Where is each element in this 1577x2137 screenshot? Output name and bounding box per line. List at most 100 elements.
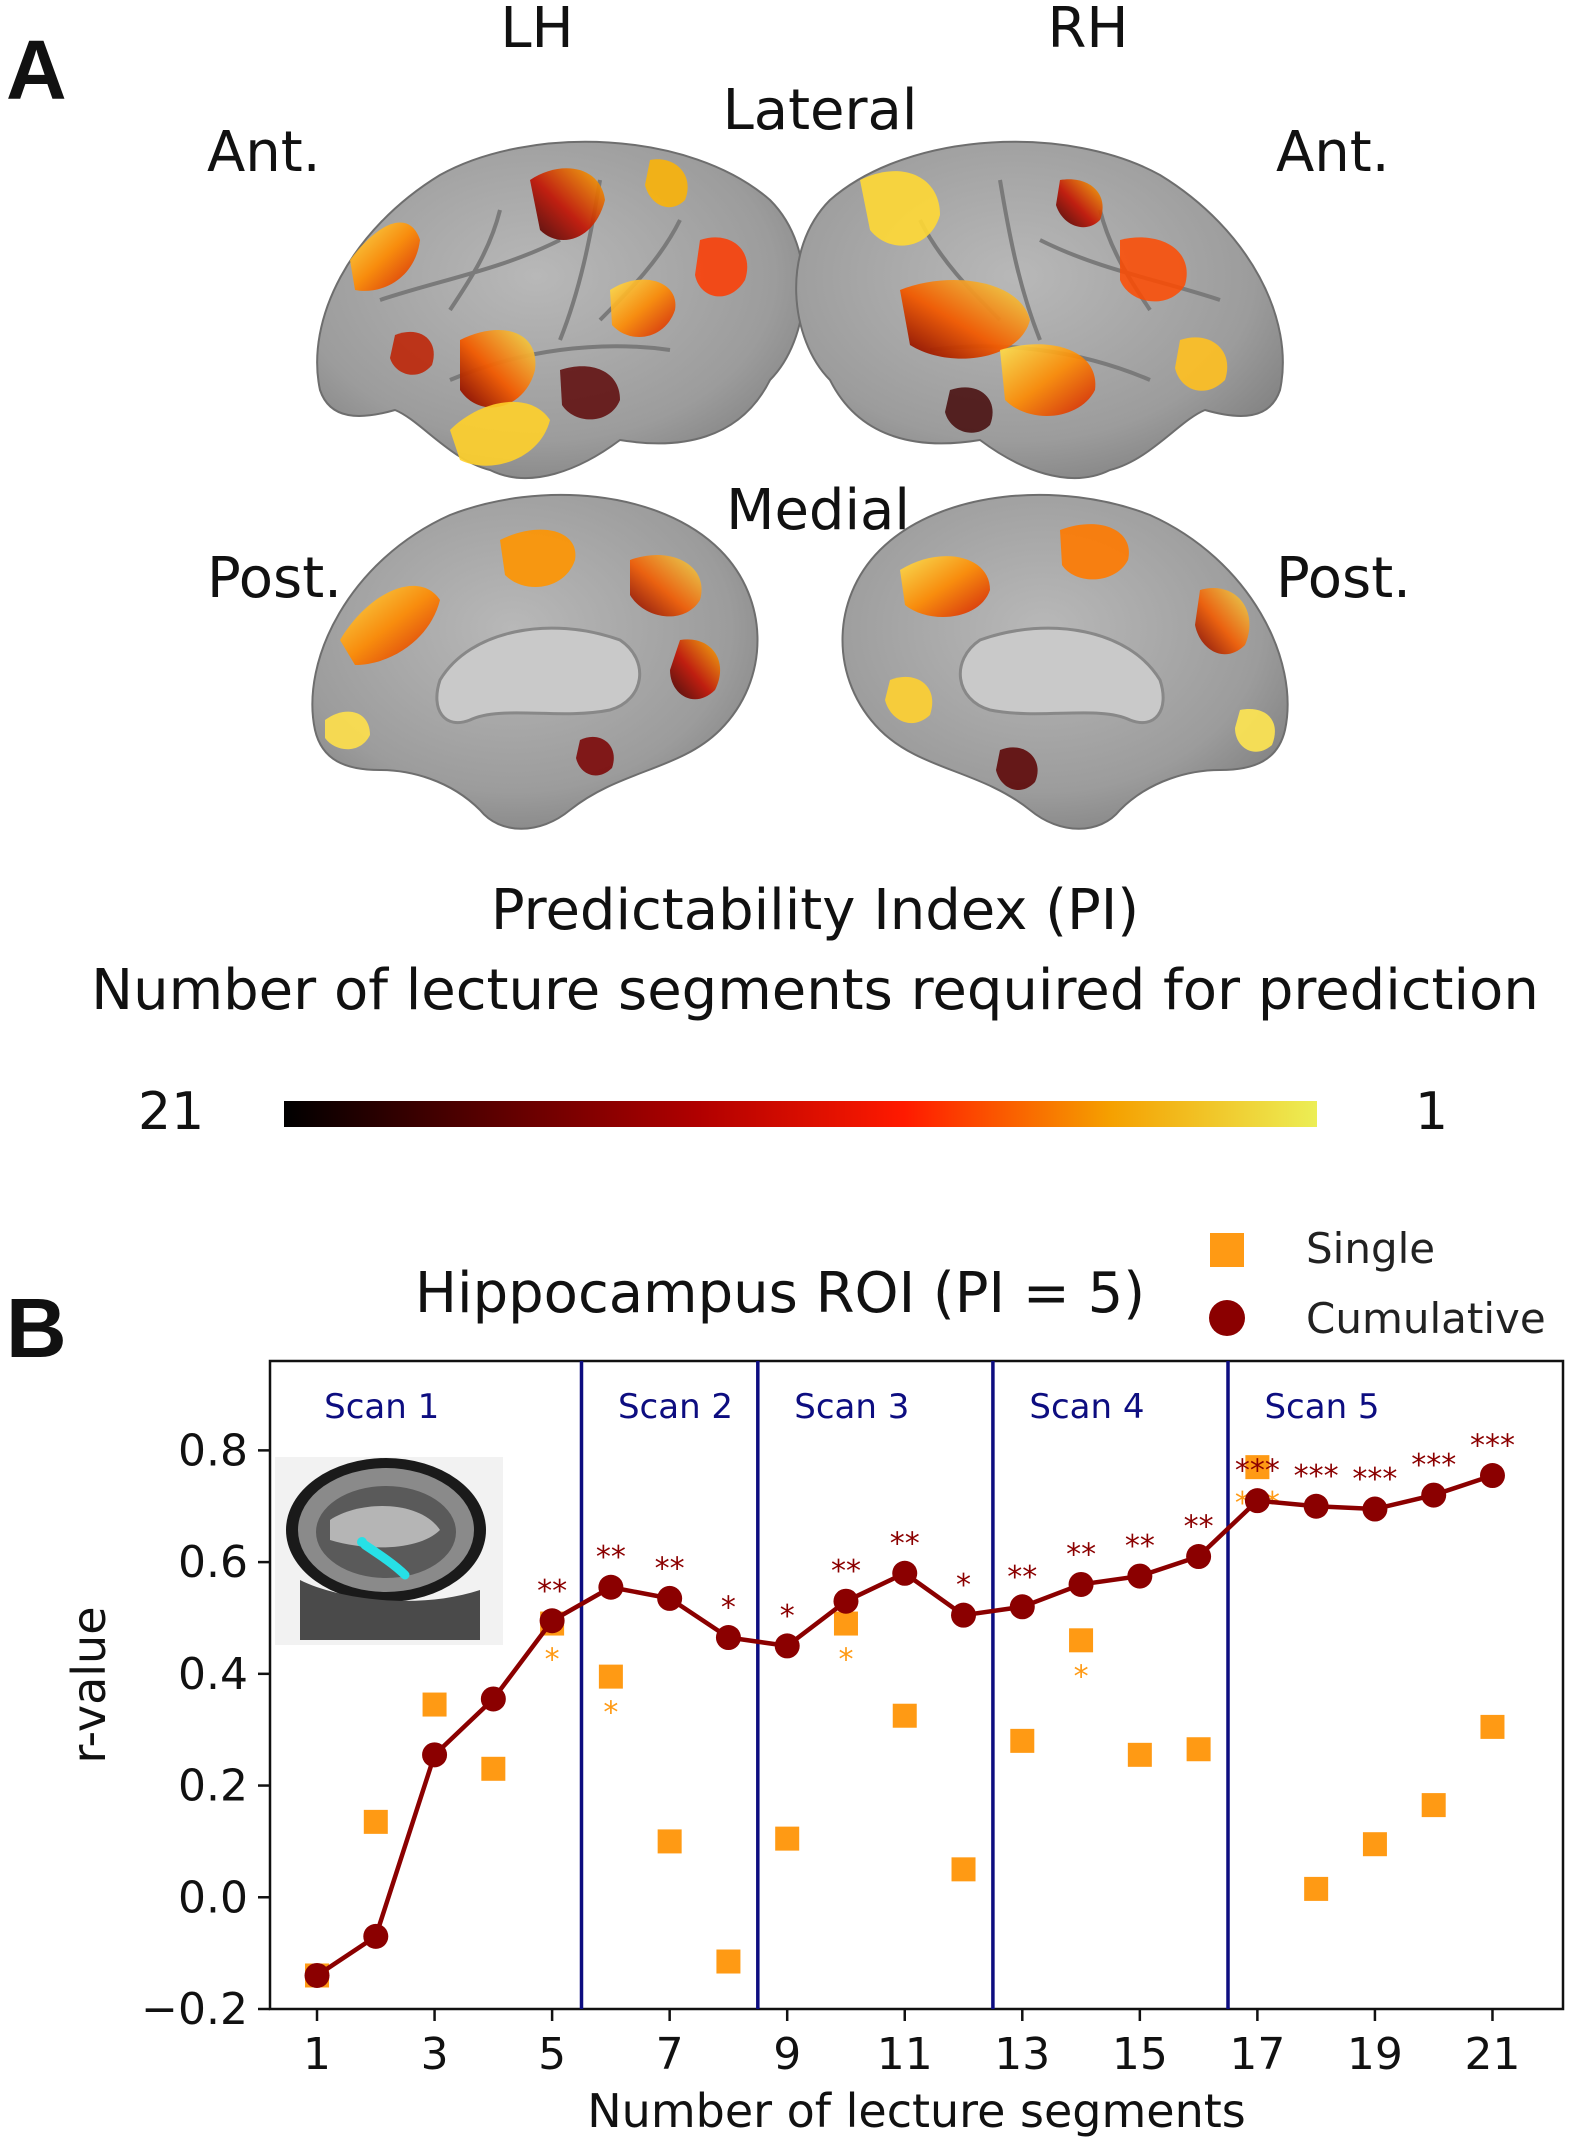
x-tick-label: 7 <box>656 2029 684 2080</box>
cumulative-significance-label: ** <box>1066 1537 1096 1572</box>
cumulative-significance-label: ** <box>831 1554 861 1589</box>
single-significance-label: * <box>545 1643 560 1678</box>
cumulative-point <box>363 1923 389 1949</box>
single-point <box>1186 1737 1211 1762</box>
cumulative-significance-label: ** <box>1184 1510 1214 1545</box>
panel-b-letter: B <box>6 1281 67 1375</box>
cumulative-point <box>539 1608 565 1634</box>
lateral-label: Lateral <box>722 78 918 143</box>
cumulative-point <box>715 1625 741 1651</box>
hippocampus-roi-chart: Hippocampus ROI (PI = 5) Single Cumulati… <box>62 1224 1565 2137</box>
right-hemisphere-lateral-view <box>795 140 1284 479</box>
cumulative-point <box>1421 1482 1447 1508</box>
left-hemisphere-lateral-view <box>316 140 805 479</box>
scan-label: Scan 4 <box>1029 1387 1144 1427</box>
cumulative-point <box>657 1585 683 1611</box>
cumulative-significance-label: * <box>721 1591 736 1626</box>
x-tick-label: 11 <box>877 2029 933 2080</box>
cumulative-point <box>1303 1493 1329 1519</box>
lh-label: LH <box>500 0 574 61</box>
y-tick-label: 0.2 <box>178 1761 248 1812</box>
single-point <box>1480 1714 1505 1739</box>
posterior-left-label: Post. <box>207 546 342 611</box>
cumulative-significance-label: *** <box>1235 1454 1280 1489</box>
plot-frame <box>268 1359 1565 2011</box>
medial-label: Medial <box>726 478 910 543</box>
legend-cumulative-label: Cumulative <box>1306 1294 1546 1343</box>
legend-single-marker <box>1210 1233 1244 1267</box>
x-tick-label: 9 <box>773 2029 801 2080</box>
hippocampus-mri-inset <box>275 1457 503 1645</box>
cumulative-significance-label: ** <box>655 1551 685 1586</box>
x-tick-label: 5 <box>538 2029 566 2080</box>
cumulative-point <box>1244 1488 1270 1514</box>
cumulative-point <box>1068 1571 1094 1597</box>
posterior-right-label: Post. <box>1276 546 1411 611</box>
cumulative-significance-label: * <box>956 1568 971 1603</box>
cumulative-significance-label: ** <box>596 1540 626 1575</box>
left-hemisphere-medial-view <box>311 493 759 830</box>
single-point <box>1127 1742 1152 1767</box>
single-point <box>833 1611 858 1636</box>
legend: Single Cumulative <box>1209 1224 1546 1343</box>
single-point <box>1421 1793 1446 1818</box>
rh-label: RH <box>1047 0 1129 61</box>
cumulative-point <box>833 1588 859 1614</box>
single-point <box>422 1692 447 1717</box>
cumulative-significance-label: *** <box>1352 1462 1397 1497</box>
single-point <box>951 1857 976 1882</box>
scan-label: Scan 2 <box>618 1387 733 1427</box>
colorbar-title: Predictability Index (PI) <box>490 878 1140 943</box>
single-point <box>1304 1876 1329 1901</box>
single-point <box>657 1829 682 1854</box>
brain-surface-maps <box>311 140 1289 830</box>
cumulative-significance-label: * <box>780 1599 795 1634</box>
anterior-left-label: Ant. <box>207 120 321 185</box>
colorbar-subtitle: Number of lecture segments required for … <box>91 958 1539 1023</box>
cumulative-point <box>1186 1544 1212 1570</box>
cumulative-significance-label: *** <box>1411 1448 1456 1483</box>
single-point <box>892 1703 917 1728</box>
single-point <box>1245 1455 1270 1480</box>
scan-label: Scan 3 <box>794 1387 909 1427</box>
right-hemisphere-medial-view <box>841 493 1289 830</box>
single-point <box>598 1664 623 1689</box>
cumulative-significance-label: *** <box>1470 1429 1515 1464</box>
colorbar-max-label: 1 <box>1415 1082 1449 1142</box>
colorbar-min-label: 21 <box>138 1082 205 1142</box>
single-point <box>1010 1728 1035 1753</box>
cumulative-significance-label: ** <box>1125 1529 1155 1564</box>
single-point <box>716 1949 741 1974</box>
cumulative-point <box>598 1574 624 1600</box>
scan-label: Scan 5 <box>1264 1387 1379 1427</box>
x-tick-label: 15 <box>1112 2029 1168 2080</box>
cumulative-point <box>1009 1594 1035 1620</box>
y-tick-label: 0.6 <box>178 1537 248 1588</box>
y-tick-label: 0.8 <box>178 1425 248 1476</box>
colorbar-gradient <box>284 1101 1317 1127</box>
single-significance-label: * <box>1074 1659 1089 1694</box>
legend-cumulative-marker <box>1209 1300 1245 1336</box>
single-significance-label: * <box>603 1696 618 1731</box>
x-tick-label: 21 <box>1464 2029 1520 2080</box>
scan-label: Scan 1 <box>324 1387 439 1427</box>
anterior-right-label: Ant. <box>1276 120 1390 185</box>
single-point <box>481 1756 506 1781</box>
y-axis-label: r-value <box>62 1607 116 1764</box>
single-point <box>363 1809 388 1834</box>
x-tick-label: 1 <box>303 2029 331 2080</box>
cumulative-point <box>892 1560 918 1586</box>
y-tick-label: 0.4 <box>178 1649 248 1700</box>
cumulative-point <box>304 1962 330 1988</box>
x-tick-label: 3 <box>421 2029 449 2080</box>
chart-title: Hippocampus ROI (PI = 5) <box>415 1261 1145 1326</box>
cumulative-point <box>422 1742 448 1768</box>
y-tick-label: −0.2 <box>141 1984 248 2035</box>
single-significance-label: * <box>838 1643 853 1678</box>
panel-a-letter: A <box>6 23 67 117</box>
cumulative-point <box>1127 1563 1153 1589</box>
x-tick-label: 19 <box>1347 2029 1403 2080</box>
cumulative-point <box>774 1633 800 1659</box>
single-point <box>1069 1628 1094 1653</box>
cumulative-significance-label: ** <box>1007 1560 1037 1595</box>
